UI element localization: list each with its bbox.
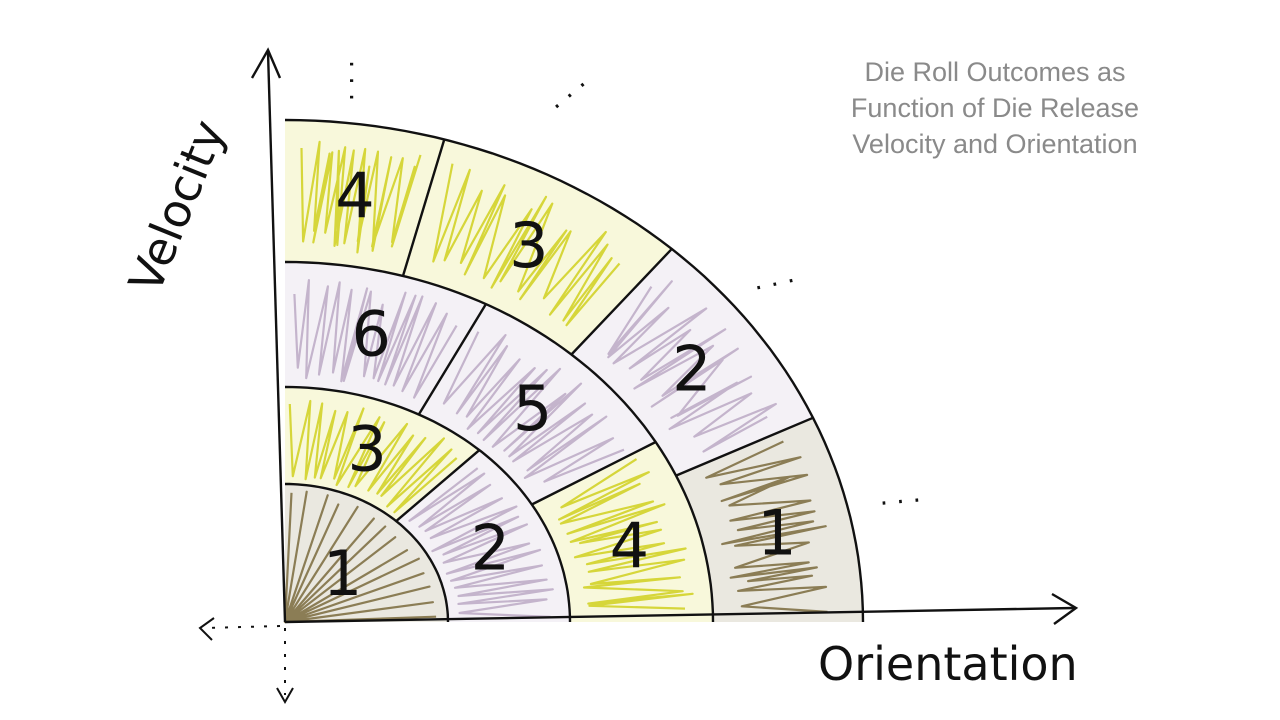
ellipsis-right-lower: . . . bbox=[878, 478, 922, 511]
face-label-ring3-cell1: 4 bbox=[610, 509, 649, 582]
face-label-ring2-cell2: 3 bbox=[347, 413, 386, 486]
region-scribble-ring2-cell2 bbox=[288, 399, 458, 514]
region-fill-ring4-cell3 bbox=[403, 139, 672, 355]
title-line-1: Die Roll Outcomes as bbox=[864, 57, 1126, 87]
cell-divider-ring4-1 bbox=[675, 416, 814, 477]
region-scribble-ring3-cell2 bbox=[442, 331, 625, 483]
face-label-ring4-cell1: 1 bbox=[757, 496, 796, 569]
x-negative-dotted bbox=[204, 625, 281, 629]
ring-boundary-4 bbox=[284, 118, 865, 623]
x-negative-arrowhead bbox=[198, 617, 215, 641]
cell-divider-ring3-2 bbox=[417, 303, 487, 416]
region-fill-ring2-cell1 bbox=[396, 450, 570, 622]
region-fill-ring3-cell2 bbox=[418, 304, 656, 505]
face-label-ring2-cell1: 2 bbox=[471, 512, 510, 585]
x-axis-label: Orientation bbox=[818, 637, 1078, 691]
ellipsis-diagonal: . . . bbox=[540, 66, 591, 116]
diagram-title: Die Roll Outcomes as Function of Die Rel… bbox=[800, 54, 1190, 162]
face-label-ring4-cell2: 2 bbox=[672, 333, 711, 406]
y-axis-label: Velocity bbox=[118, 113, 236, 301]
face-label-ring3-cell3: 6 bbox=[351, 297, 390, 370]
title-line-2: Function of Die Release bbox=[850, 93, 1140, 123]
region-scribble-ring2-cell1 bbox=[408, 467, 554, 618]
ring-boundary-2 bbox=[284, 385, 572, 623]
region-fill-ring1-cell1 bbox=[285, 484, 448, 622]
cell-divider-ring2-1 bbox=[395, 449, 481, 523]
y-negative-arrowhead bbox=[276, 687, 294, 705]
region-scribble-ring3-cell1 bbox=[558, 458, 694, 610]
region-scribble-ring4-cell4 bbox=[300, 140, 422, 254]
region-scribble-ring4-cell1 bbox=[705, 440, 828, 613]
axes bbox=[198, 47, 1079, 705]
ellipsis-right-upper: . . . bbox=[750, 259, 797, 297]
x-axis-line bbox=[284, 606, 1075, 624]
cell-divider-ring3-1 bbox=[531, 440, 657, 506]
cell-divider-ring4-2 bbox=[570, 248, 673, 356]
face-label-ring1-cell1: 1 bbox=[323, 537, 362, 610]
region-scribble-ring4-cell2 bbox=[607, 280, 777, 453]
face-label-ring4-cell3: 3 bbox=[509, 209, 548, 282]
y-axis-arrowhead bbox=[250, 47, 282, 79]
y-axis-line bbox=[266, 51, 287, 623]
cell-divider-ring4-3 bbox=[401, 139, 446, 277]
ellipsis-vertical: . . . bbox=[343, 60, 373, 101]
ring-boundary-1 bbox=[285, 482, 450, 623]
ring-boundary-3 bbox=[284, 260, 715, 623]
region-scribble-ring4-cell3 bbox=[432, 163, 621, 327]
region-boundaries bbox=[284, 118, 865, 623]
title-line-3: Velocity and Orientation bbox=[852, 129, 1138, 159]
face-label-ring4-cell4: 4 bbox=[335, 159, 374, 232]
face-label-ring3-cell2: 5 bbox=[513, 372, 552, 445]
region-scribble-ring3-cell3 bbox=[293, 279, 458, 399]
x-axis-arrowhead bbox=[1051, 592, 1079, 625]
